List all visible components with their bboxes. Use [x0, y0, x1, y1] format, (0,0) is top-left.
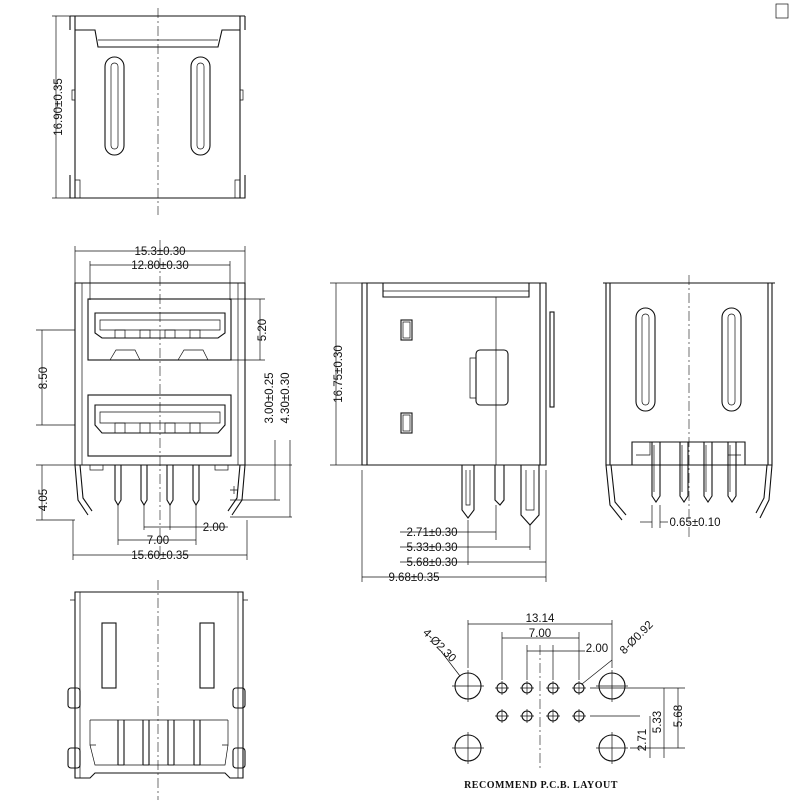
dim-top-height: 16.90±0.35	[53, 78, 65, 135]
dim-pin-pitch: 2.00	[203, 522, 225, 534]
dim-side-a: 2.71±0.30	[406, 527, 457, 539]
dim-side-c: 5.68±0.30	[406, 557, 457, 569]
front-view: 15.3±0.30 12.80±0.30	[36, 240, 292, 562]
dim-pin-offset2: 4.30±0.30	[280, 372, 292, 423]
frame-corner-mark	[775, 3, 789, 19]
pcb-layout-title: RECOMMEND P.C.B. LAYOUT	[464, 780, 618, 791]
bottom-view	[67, 580, 248, 800]
pcb-pin-span: 7.00	[529, 628, 551, 640]
pcb-small-holes	[495, 681, 586, 723]
dim-pin-offset: 3.00±0.25	[264, 372, 276, 423]
dim-port-pitch: 8.50	[38, 367, 50, 389]
top-view: 16.90±0.35	[52, 8, 246, 215]
dim-side-height: 16.75±0.30	[333, 345, 345, 402]
pcb-row-b: 5.33	[652, 711, 664, 733]
dim-width-outer: 15.3±0.30	[134, 246, 185, 258]
pcb-small-holes-label: 8-Ø0.92	[618, 619, 656, 657]
pcb-row-c: 5.68	[673, 705, 685, 727]
dim-pin-width: 0.65±0.10	[669, 517, 720, 529]
side-view: 16.75±0.30 2.71±0.30 5.33±0.30 5.68±0.30…	[330, 282, 555, 584]
pcb-big-holes: 4-Ø2.30	[420, 627, 458, 665]
dim-port-height: 5.20	[257, 319, 269, 341]
rear-view: 0.65±0.10	[603, 275, 775, 540]
pcb-layout: 13.14 7.00 2.00 4-Ø2.30	[420, 613, 685, 791]
dim-tail-len: 4.05	[38, 489, 50, 511]
pcb-row-a: 2.71	[637, 729, 649, 751]
dim-side-depth: 9.68±0.35	[388, 572, 439, 584]
dim-side-b: 5.33±0.30	[406, 542, 457, 554]
dim-pin-span: 7.00	[147, 535, 169, 547]
pcb-pin-pitch: 2.00	[586, 643, 608, 655]
pcb-span: 13.14	[526, 613, 555, 625]
dim-base-width: 15.60±0.35	[131, 550, 188, 562]
